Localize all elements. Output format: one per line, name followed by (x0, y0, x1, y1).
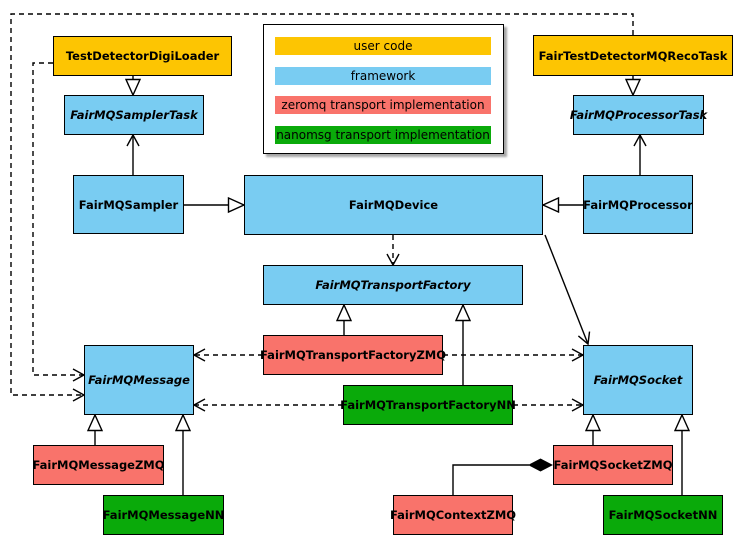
node-fairmqcontextzmq: FairMQContextZMQ (389, 495, 517, 535)
node-label: FairMQSamplerTask (70, 108, 198, 122)
node-label: FairMQSocket (593, 373, 683, 387)
node-label: FairMQSocketZMQ (553, 458, 673, 472)
legend-label: nanomsg transport implementation (276, 128, 490, 142)
legend-label: zeromq transport implementation (281, 98, 485, 112)
node-label: FairMQProcessor (583, 197, 693, 212)
node-label: FairMQMessageZMQ (32, 458, 165, 472)
edge-device-socket (544, 234, 591, 346)
node-label: FairMQTransportFactoryNN (340, 398, 516, 412)
node-fairmqsocket: FairMQSocket (583, 345, 693, 415)
node-label: FairMQDevice (348, 198, 439, 212)
node-fairmqdevice: FairMQDevice (244, 175, 543, 235)
node-fairmqmessagezmq: FairMQMessageZMQ (32, 445, 165, 485)
node-label: FairMQSocketNN (608, 508, 718, 522)
node-fairmqtransportfactory: FairMQTransportFactory (263, 265, 523, 305)
legend-label: framework (350, 69, 416, 83)
node-label: FairMQTransportFactoryZMQ (260, 348, 447, 362)
node-label: FairTestDetectorMQRecoTask (538, 48, 728, 63)
node-label: TestDetectorDigiLoader (65, 49, 220, 63)
legend-label: user code (353, 39, 413, 53)
node-label: FairMQTransportFactory (315, 278, 471, 292)
node-fairmqtransportfactorynn: FairMQTransportFactoryNN (340, 385, 516, 425)
node-fairmqtransportfactoryzmq: FairMQTransportFactoryZMQ (260, 335, 447, 375)
edge-contextzmq-socketzmq (452, 464, 529, 495)
node-label: FairMQMessage (88, 373, 190, 387)
legend-item-zeromq: zeromq transport implementation (275, 96, 491, 114)
node-fairmqprocessortask: FairMQProcessorTask (569, 95, 708, 135)
legend: user code framework zeromq transport imp… (263, 24, 504, 154)
node-label: FairMQContextZMQ (389, 508, 517, 522)
legend-item-user-code: user code (275, 37, 491, 55)
node-fairmqmessagenn: FairMQMessageNN (103, 495, 224, 535)
legend-item-nanomsg: nanomsg transport implementation (275, 126, 491, 144)
composition-diamond-icon (528, 458, 553, 472)
node-fairmqsocketzmq: FairMQSocketZMQ (553, 445, 673, 485)
node-fairmqsocketnn: FairMQSocketNN (603, 495, 723, 535)
node-fairmqmessage: FairMQMessage (84, 345, 194, 415)
legend-item-framework: framework (275, 67, 491, 85)
node-fairmqprocessor: FairMQProcessor (583, 175, 693, 234)
node-label: FairMQProcessorTask (569, 108, 708, 122)
node-fairmqsamplertask: FairMQSamplerTask (64, 95, 204, 135)
node-testdetectordigiloader: TestDetectorDigiLoader (53, 36, 232, 76)
node-fairmqsampler: FairMQSampler (73, 175, 184, 234)
node-label: FairMQSampler (78, 197, 179, 212)
node-label: FairMQMessageNN (102, 508, 225, 522)
node-fairtestdetectormqrecotask: FairTestDetectorMQRecoTask (533, 35, 733, 76)
